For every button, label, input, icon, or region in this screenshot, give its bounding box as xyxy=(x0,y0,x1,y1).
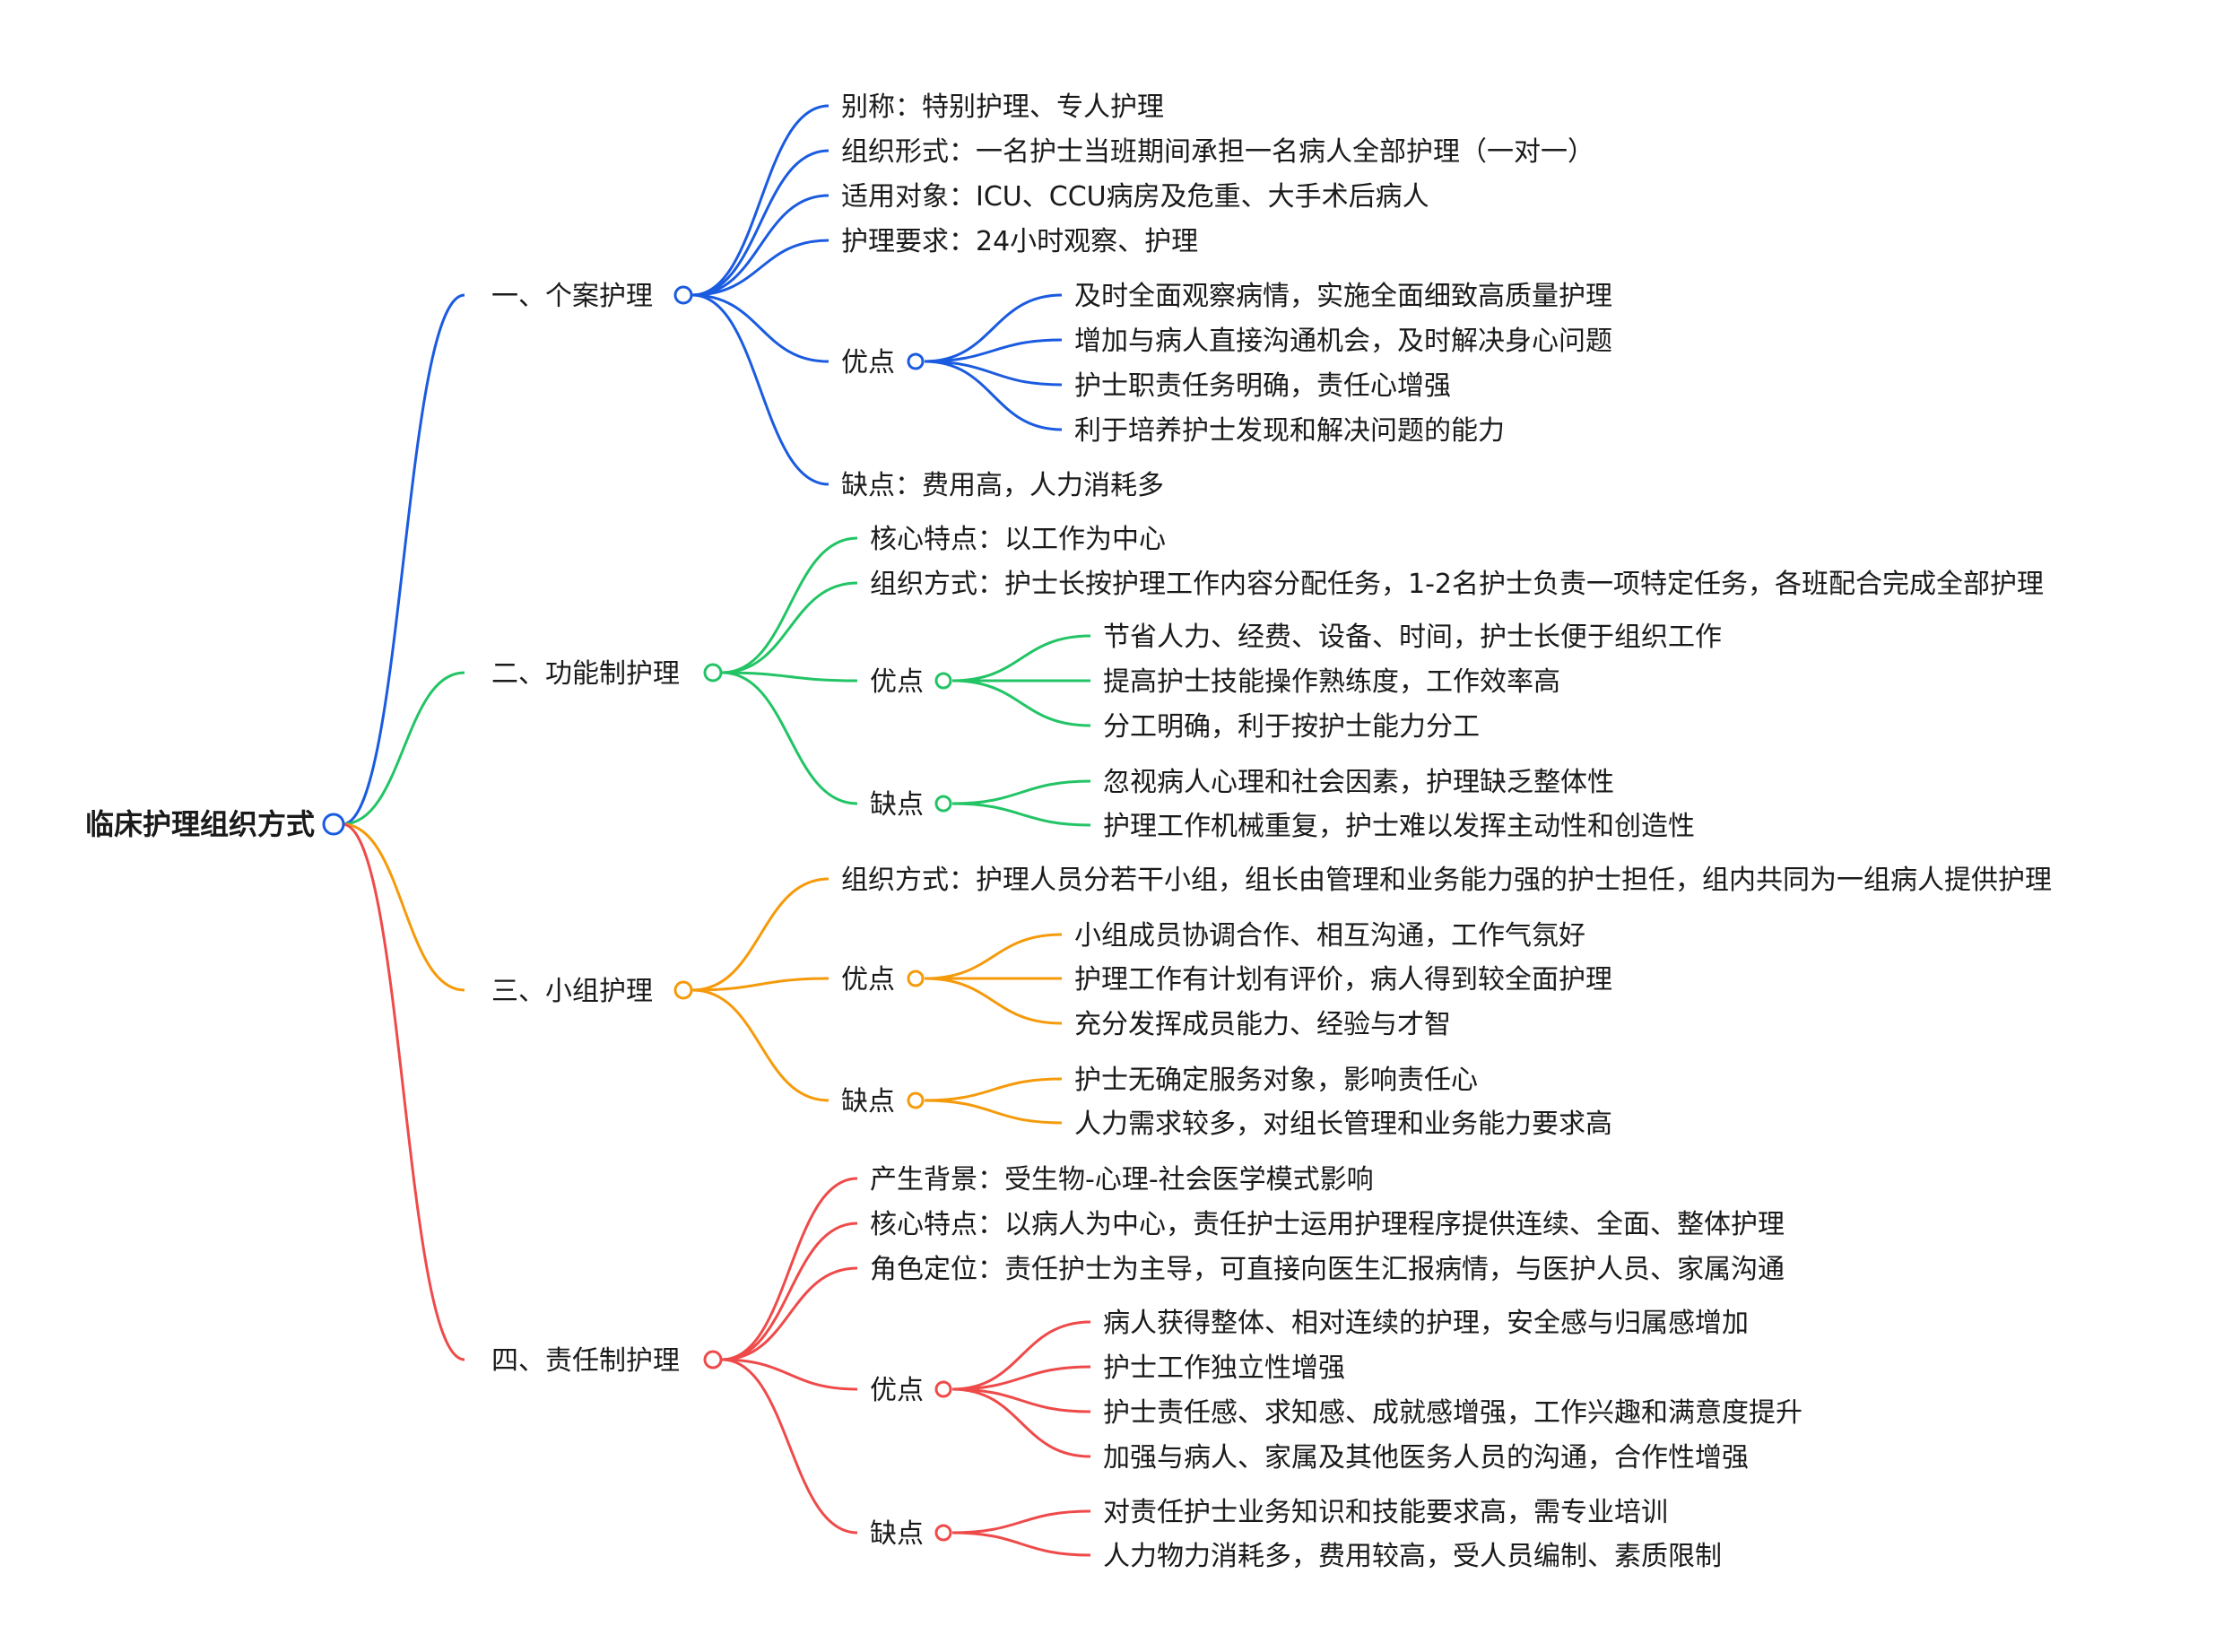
child-connector xyxy=(691,877,830,992)
leaf-connector xyxy=(924,360,1063,387)
leaf-connector xyxy=(924,293,1063,363)
sub-node-label[interactable]: 优点 xyxy=(870,666,924,698)
sub-node-toggle[interactable] xyxy=(934,672,952,690)
sub-node-toggle[interactable] xyxy=(934,1380,952,1398)
sub-node-toggle[interactable] xyxy=(907,1091,925,1109)
child-connector xyxy=(691,194,830,297)
branch-label[interactable]: 三、小组护理 xyxy=(491,976,653,1007)
sub-node-label[interactable]: 优点 xyxy=(870,1375,924,1406)
leaf-connector xyxy=(924,1077,1063,1102)
leaf-label[interactable]: 护士无确定服务对象，影响责任心 xyxy=(1074,1065,1478,1096)
child-label[interactable]: 组织方式：护士长按护理工作内容分配任务，1-2名护士负责一项特定任务，各班配合完… xyxy=(870,569,2044,600)
leaf-connector xyxy=(951,679,1091,727)
child-connector xyxy=(691,104,830,297)
leaf-label[interactable]: 护士职责任务明确，责任心增强 xyxy=(1074,370,1451,402)
child-label[interactable]: 组织形式：一名护士当班期间承担一名病人全部护理（一对一） xyxy=(841,136,1594,168)
branch-connector xyxy=(342,293,465,826)
sub-node-label[interactable]: 缺点 xyxy=(870,789,924,821)
child-label[interactable]: 产生背景：受生物-心理-社会医学模式影响 xyxy=(870,1164,1374,1196)
leaf-label[interactable]: 病人获得整体、相对连续的护理，安全感与归属感增加 xyxy=(1103,1308,1749,1339)
child-connector xyxy=(721,1266,858,1361)
branch-node-toggle[interactable] xyxy=(703,1350,723,1369)
child-label[interactable]: 护理要求：24小时观察、护理 xyxy=(841,226,1198,257)
branch-label[interactable]: 四、责任制护理 xyxy=(491,1345,680,1377)
branch-node-toggle[interactable] xyxy=(673,285,693,305)
leaf-label[interactable]: 利于培养护士发现和解决问题的能力 xyxy=(1074,415,1505,447)
branch-connector xyxy=(342,671,465,826)
child-connector xyxy=(721,1222,858,1361)
leaf-connector xyxy=(951,1387,1091,1458)
child-connector xyxy=(721,671,858,805)
label-layer: 一、个案护理 别称：特别护理、专人护理组织形式：一名护士当班期间承担一名病人全部护… xyxy=(85,91,2052,1572)
sub-node-toggle[interactable] xyxy=(907,969,925,987)
leaf-label[interactable]: 分工明确，利于按护士能力分工 xyxy=(1103,711,1480,743)
child-connector xyxy=(721,671,858,683)
leaf-connector xyxy=(924,360,1063,431)
sub-node-toggle[interactable] xyxy=(934,795,952,813)
branch-connector xyxy=(342,822,465,992)
leaf-label[interactable]: 护士责任感、求知感、成就感增强，工作兴趣和满意度提升 xyxy=(1103,1397,1802,1429)
sub-node-label[interactable]: 缺点 xyxy=(841,1086,895,1117)
leaf-connector xyxy=(924,1099,1063,1125)
child-connector xyxy=(691,149,830,297)
child-label[interactable]: 组织方式：护理人员分若干小组，组长由管理和业务能力强的护士担任，组内共同为一组病… xyxy=(841,865,2052,896)
leaf-label[interactable]: 节省人力、经费、设备、时间，护士长便于组织工作 xyxy=(1103,622,1722,653)
leaf-label[interactable]: 护理工作机械重复，护士难以发挥主动性和创造性 xyxy=(1103,811,1695,842)
sub-node-toggle[interactable] xyxy=(907,352,925,370)
leaf-label[interactable]: 护理工作有计划有评价，病人得到较全面护理 xyxy=(1074,964,1612,996)
child-connector xyxy=(721,1177,858,1361)
root-node-toggle[interactable] xyxy=(322,813,345,836)
child-connector xyxy=(691,293,830,486)
leaf-label[interactable]: 护士工作独立性增强 xyxy=(1103,1352,1345,1384)
leaf-label[interactable]: 人力需求较多，对组长管理和业务能力要求高 xyxy=(1074,1109,1612,1140)
child-connector xyxy=(721,1358,858,1391)
leaf-label[interactable]: 充分发挥成员能力、经验与才智 xyxy=(1074,1009,1451,1040)
child-connector xyxy=(721,536,858,674)
leaf-label[interactable]: 加强与病人、家属及其他医务人员的沟通，合作性增强 xyxy=(1103,1442,1749,1474)
branch-label[interactable]: 二、功能制护理 xyxy=(491,658,680,690)
leaf-connector xyxy=(924,977,1063,1025)
leaf-connector xyxy=(924,933,1063,980)
leaf-connector xyxy=(924,338,1063,363)
branch-node-toggle[interactable] xyxy=(673,980,693,1000)
sub-node-toggle[interactable] xyxy=(934,1524,952,1542)
sub-node-label[interactable]: 优点 xyxy=(841,964,895,996)
branch-node-toggle[interactable] xyxy=(703,663,723,683)
child-connector xyxy=(721,581,858,674)
child-connector xyxy=(691,977,830,992)
child-connector xyxy=(691,988,830,1102)
child-connector xyxy=(691,239,830,297)
leaf-connector xyxy=(951,1531,1091,1557)
child-label[interactable]: 核心特点：以病人为中心，责任护士运用护理程序提供连续、全面、整体护理 xyxy=(870,1209,1785,1240)
leaf-label[interactable]: 小组成员协调合作、相互沟通，工作气氛好 xyxy=(1074,920,1585,952)
child-label[interactable]: 别称：特别护理、专人护理 xyxy=(841,91,1164,123)
leaf-connector xyxy=(951,802,1091,827)
child-connector xyxy=(721,1358,858,1535)
leaf-connector xyxy=(951,779,1091,805)
child-label[interactable]: 角色定位：责任护士为主导，可直接向医生汇报病情，与医护人员、家属沟通 xyxy=(870,1254,1785,1285)
child-connector xyxy=(691,293,830,363)
sub-node-label[interactable]: 优点 xyxy=(841,347,895,378)
leaf-label[interactable]: 及时全面观察病情，实施全面细致高质量护理 xyxy=(1074,281,1612,312)
leaf-label[interactable]: 对责任护士业务知识和技能要求高，需专业培训 xyxy=(1103,1497,1668,1528)
child-label[interactable]: 核心特点：以工作为中心 xyxy=(870,524,1166,555)
branch-label[interactable]: 一、个案护理 xyxy=(491,281,653,312)
leaf-connector xyxy=(951,1365,1091,1391)
leaf-label[interactable]: 提高护士技能操作熟练度，工作效率高 xyxy=(1103,666,1560,698)
leaf-connector xyxy=(951,1320,1091,1391)
child-label[interactable]: 缺点：费用高，人力消耗多 xyxy=(841,470,1164,501)
leaf-connector xyxy=(951,634,1091,683)
root-label[interactable]: 临床护理组织方式 xyxy=(85,807,315,841)
leaf-label[interactable]: 增加与病人直接沟通机会，及时解决身心问题 xyxy=(1074,326,1612,357)
leaf-connector xyxy=(951,1387,1091,1413)
sub-node-label[interactable]: 缺点 xyxy=(870,1518,924,1550)
child-label[interactable]: 适用对象：ICU、CCU病房及危重、大手术后病人 xyxy=(841,181,1429,213)
connector-layer xyxy=(342,104,1091,1557)
leaf-label[interactable]: 忽视病人心理和社会因素，护理缺乏整体性 xyxy=(1103,767,1614,798)
leaf-connector xyxy=(951,1509,1091,1535)
leaf-label[interactable]: 人力物力消耗多，费用较高，受人员编制、素质限制 xyxy=(1103,1541,1722,1572)
branch-connector xyxy=(342,822,465,1361)
